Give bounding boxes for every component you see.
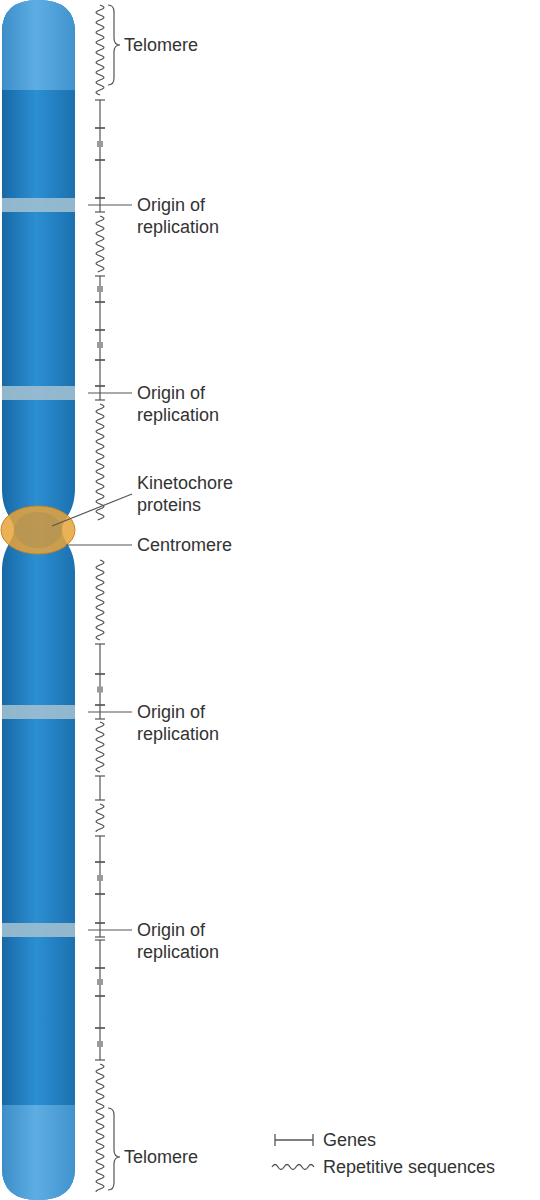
part-label: Origin of replication <box>137 919 249 963</box>
gene-mark <box>95 160 105 198</box>
gene-mark <box>95 360 105 386</box>
gene-mark <box>95 968 105 996</box>
gene-mark <box>95 330 105 360</box>
legend-samples <box>272 1134 314 1170</box>
gene-mark <box>95 644 105 674</box>
gene-mark <box>95 1028 105 1060</box>
part-label: Origin of replication <box>137 382 249 426</box>
repetitive-sequence <box>96 722 104 772</box>
repetitive-sequence <box>96 404 104 520</box>
gene-mark <box>95 940 105 968</box>
repetitive-sequence <box>96 804 104 832</box>
gene-mark <box>95 128 105 160</box>
gene-mark <box>95 674 105 705</box>
centromere <box>14 512 62 548</box>
part-label: Telomere <box>124 1146 274 1168</box>
legend-label: Repetitive sequences <box>323 1156 495 1178</box>
part-label: Telomere <box>124 34 274 56</box>
gene-mark <box>95 996 105 1028</box>
part-label: Origin of replication <box>137 701 249 745</box>
gene-mark <box>95 302 105 330</box>
leader-lines <box>52 5 132 1190</box>
gene-mark <box>95 776 105 800</box>
gene-mark <box>95 862 105 894</box>
repetitive-sequence <box>96 216 104 272</box>
gene-mark <box>95 100 105 128</box>
dna-line <box>95 5 105 1192</box>
chromosome-body <box>0 0 80 1200</box>
part-label: Kinetochore proteins <box>137 472 267 516</box>
gene-mark <box>95 276 105 302</box>
gene-mark <box>95 836 105 862</box>
legend-label: Genes <box>323 1129 376 1151</box>
kinetochore <box>1 506 75 554</box>
part-label: Centromere <box>137 534 287 556</box>
repetitive-sequence <box>96 560 104 640</box>
repetitive-sequence <box>96 5 104 95</box>
gene-mark <box>95 894 105 923</box>
repetitive-sequence <box>96 1064 104 1192</box>
part-label: Origin of replication <box>137 194 249 238</box>
